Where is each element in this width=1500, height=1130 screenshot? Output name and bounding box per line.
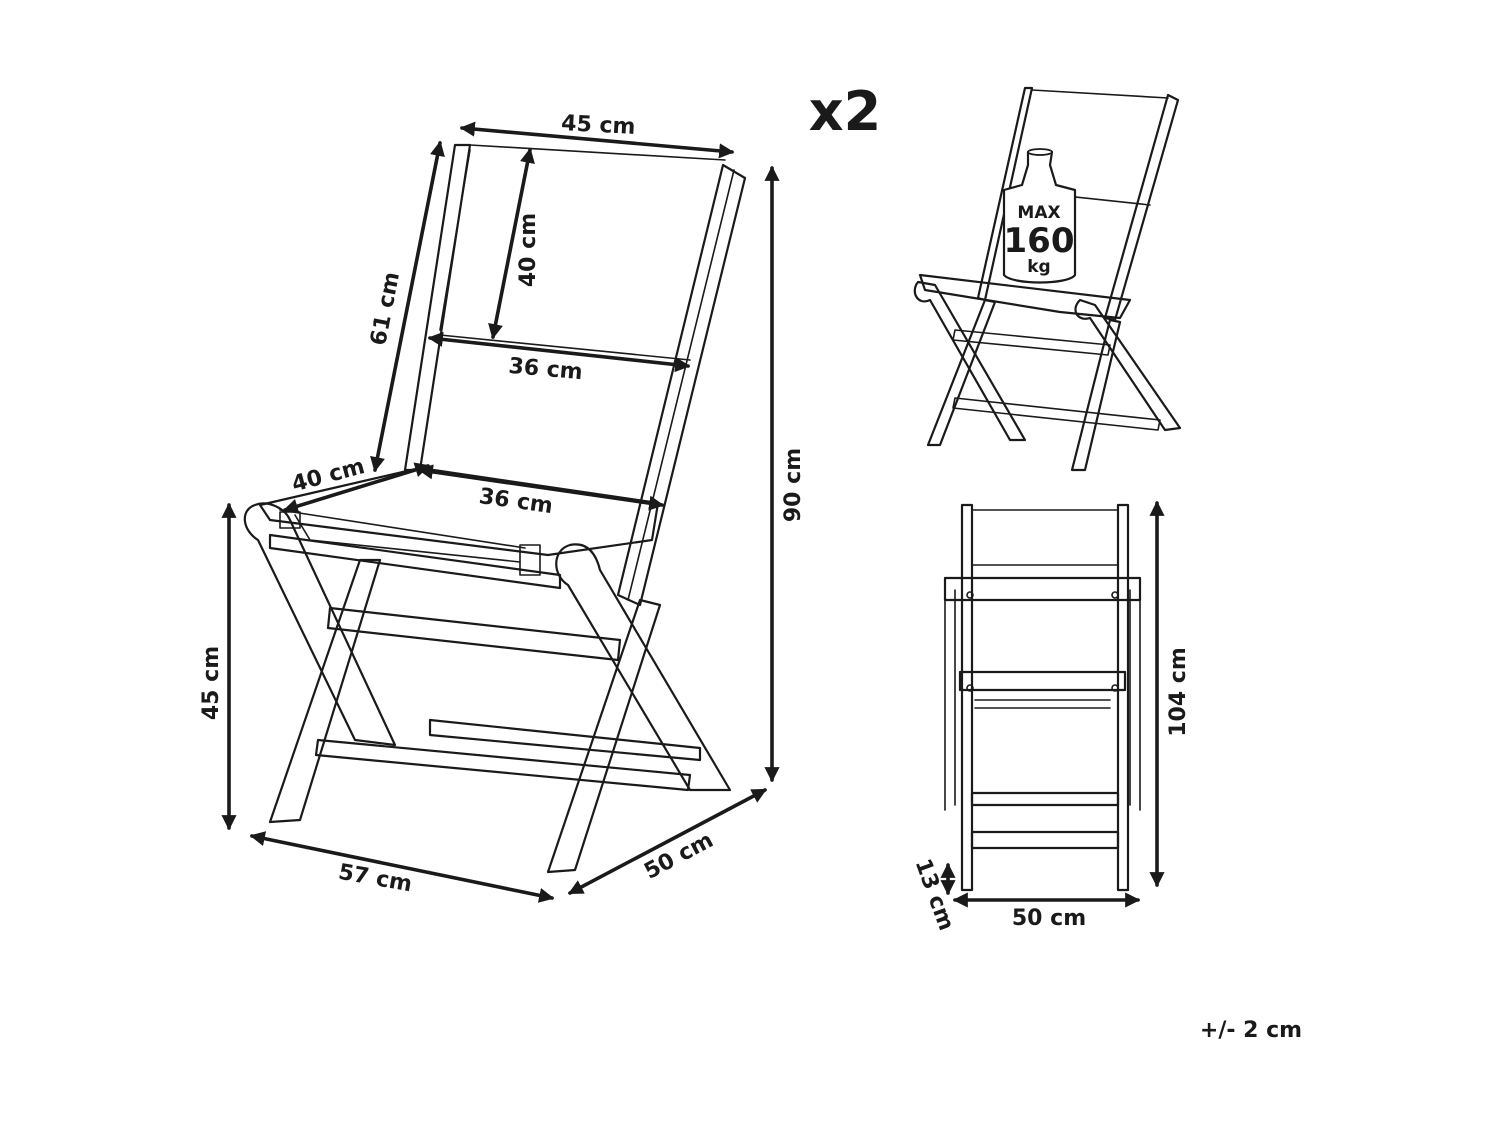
width-top-label: 45 cm: [561, 111, 636, 140]
total-height-label: 90 cm: [781, 448, 806, 522]
weight-unit-label: kg: [1027, 257, 1050, 277]
quantity-label: x2: [809, 80, 881, 143]
folded-depth-label: 13 cm: [910, 856, 959, 934]
folded-width-label: 50 cm: [1012, 906, 1086, 931]
folded-chair-drawing: [943, 503, 1142, 892]
weight-max-label: MAX: [1017, 203, 1060, 223]
dimension-arrows: [221, 121, 1165, 908]
weight-value-label: 160: [1004, 221, 1075, 261]
back-panel-height-label: 40 cm: [516, 213, 541, 287]
tolerance-label: +/- 2 cm: [1200, 1018, 1302, 1043]
weight-chair-drawing: [913, 86, 1182, 472]
folded-height-label: 104 cm: [1166, 647, 1191, 737]
seat-height-label: 45 cm: [199, 646, 224, 720]
seat-depth-label: 40 cm: [289, 454, 367, 497]
weight-icon: MAX 160 kg: [1002, 148, 1077, 284]
back-height-label: 61 cm: [366, 270, 405, 348]
back-panel-width-label: 36 cm: [507, 354, 583, 385]
